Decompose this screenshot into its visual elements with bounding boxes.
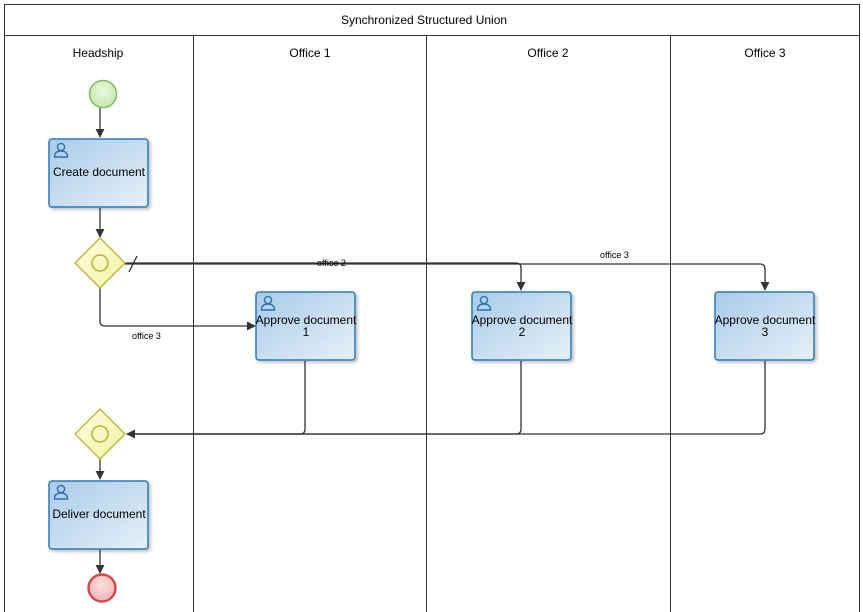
pool-title: Synchronized Structured Union <box>341 13 507 27</box>
task-approve-2-line1: Approve document <box>472 313 573 327</box>
default-flow-slash <box>128 255 138 273</box>
end-event[interactable] <box>87 573 117 603</box>
task-approve-document-3[interactable]: Approve document 3 <box>714 291 816 361</box>
lanes: Headship Office 1 Office 2 Office 3 <box>73 35 786 612</box>
task-approve-1-line1: Approve document <box>256 313 357 327</box>
flow-approve3-to-join[interactable] <box>127 361 766 435</box>
task-approve-3-line2: 3 <box>762 325 769 339</box>
lane-title-office-2: Office 2 <box>527 46 568 60</box>
flow-label-office-2: office 2 <box>317 258 346 268</box>
task-deliver-document-label: Deliver document <box>52 507 146 521</box>
task-approve-3-line1: Approve document <box>715 313 816 327</box>
lane-title-office-3: Office 3 <box>744 46 785 60</box>
gateway-join-marker <box>91 425 109 443</box>
flow-label-office-1: office 3 <box>132 331 161 341</box>
task-deliver-document[interactable]: Deliver document <box>48 480 149 550</box>
lane-title-office-1: Office 1 <box>289 46 330 60</box>
task-approve-2-line2: 2 <box>519 325 526 339</box>
gateway-split[interactable] <box>74 237 126 289</box>
gateway-split-marker <box>91 254 109 272</box>
sequence-flows <box>95 108 770 574</box>
flow-split-to-approve3[interactable] <box>125 263 770 291</box>
task-approve-1-line2: 1 <box>303 325 310 339</box>
flow-split-to-approve1[interactable] <box>99 288 256 331</box>
start-event[interactable] <box>88 79 118 109</box>
task-create-document-label: Create document <box>53 165 146 179</box>
flow-label-office-3: office 3 <box>600 250 629 260</box>
task-approve-document-1[interactable]: Approve document 1 <box>255 291 357 361</box>
lane-title-headship: Headship <box>73 46 124 60</box>
task-approve-document-2[interactable]: Approve document 2 <box>471 291 573 361</box>
gateway-join[interactable] <box>74 408 126 460</box>
task-create-document[interactable]: Create document <box>48 138 149 208</box>
